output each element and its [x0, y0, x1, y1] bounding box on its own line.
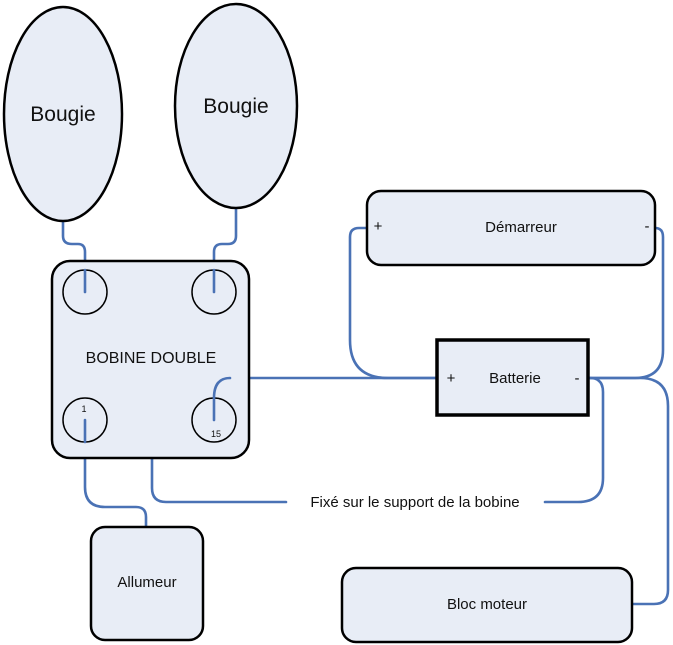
wire-plug2-to-coil	[212, 206, 238, 294]
wire-coil-support-left	[150, 456, 288, 504]
wire-stub-terminal-15	[212, 376, 232, 422]
coil-terminal-15-label: 15	[211, 429, 221, 439]
engine-block	[340, 566, 634, 644]
spark-plug-right	[173, 2, 299, 210]
starter-minus-label: -	[645, 218, 650, 235]
wire-starter-plus-to-battery-plus	[348, 226, 439, 380]
spark-plug-left	[2, 5, 124, 223]
coil-support-note: Fixé sur le support de la bobine	[310, 494, 519, 511]
ignition-coil-label: BOBINE DOUBLE	[86, 350, 217, 367]
spark-plug-right-label: Bougie	[203, 95, 268, 118]
wire-starter-minus-to-battery-minus	[586, 226, 665, 380]
wire-battery-minus-to-engine	[586, 376, 670, 606]
spark-plug-left-label: Bougie	[30, 103, 95, 126]
battery-plus-label: +	[447, 370, 456, 387]
starter	[365, 189, 657, 267]
distributor-label: Allumeur	[117, 574, 176, 591]
wire-coil1-to-distributor	[83, 406, 148, 529]
distributor	[89, 525, 205, 642]
starter-plus-label: +	[374, 218, 383, 235]
wire-battery-minus-to-coil-support	[543, 376, 605, 504]
battery-minus-label: -	[575, 370, 580, 387]
coil-terminal-1-label: 1	[81, 404, 86, 414]
starter-label: Démarreur	[485, 219, 557, 236]
battery	[435, 338, 590, 417]
wire-plug1-to-coil	[61, 220, 87, 294]
engine-block-label: Bloc moteur	[447, 596, 527, 613]
battery-label: Batterie	[489, 370, 541, 387]
